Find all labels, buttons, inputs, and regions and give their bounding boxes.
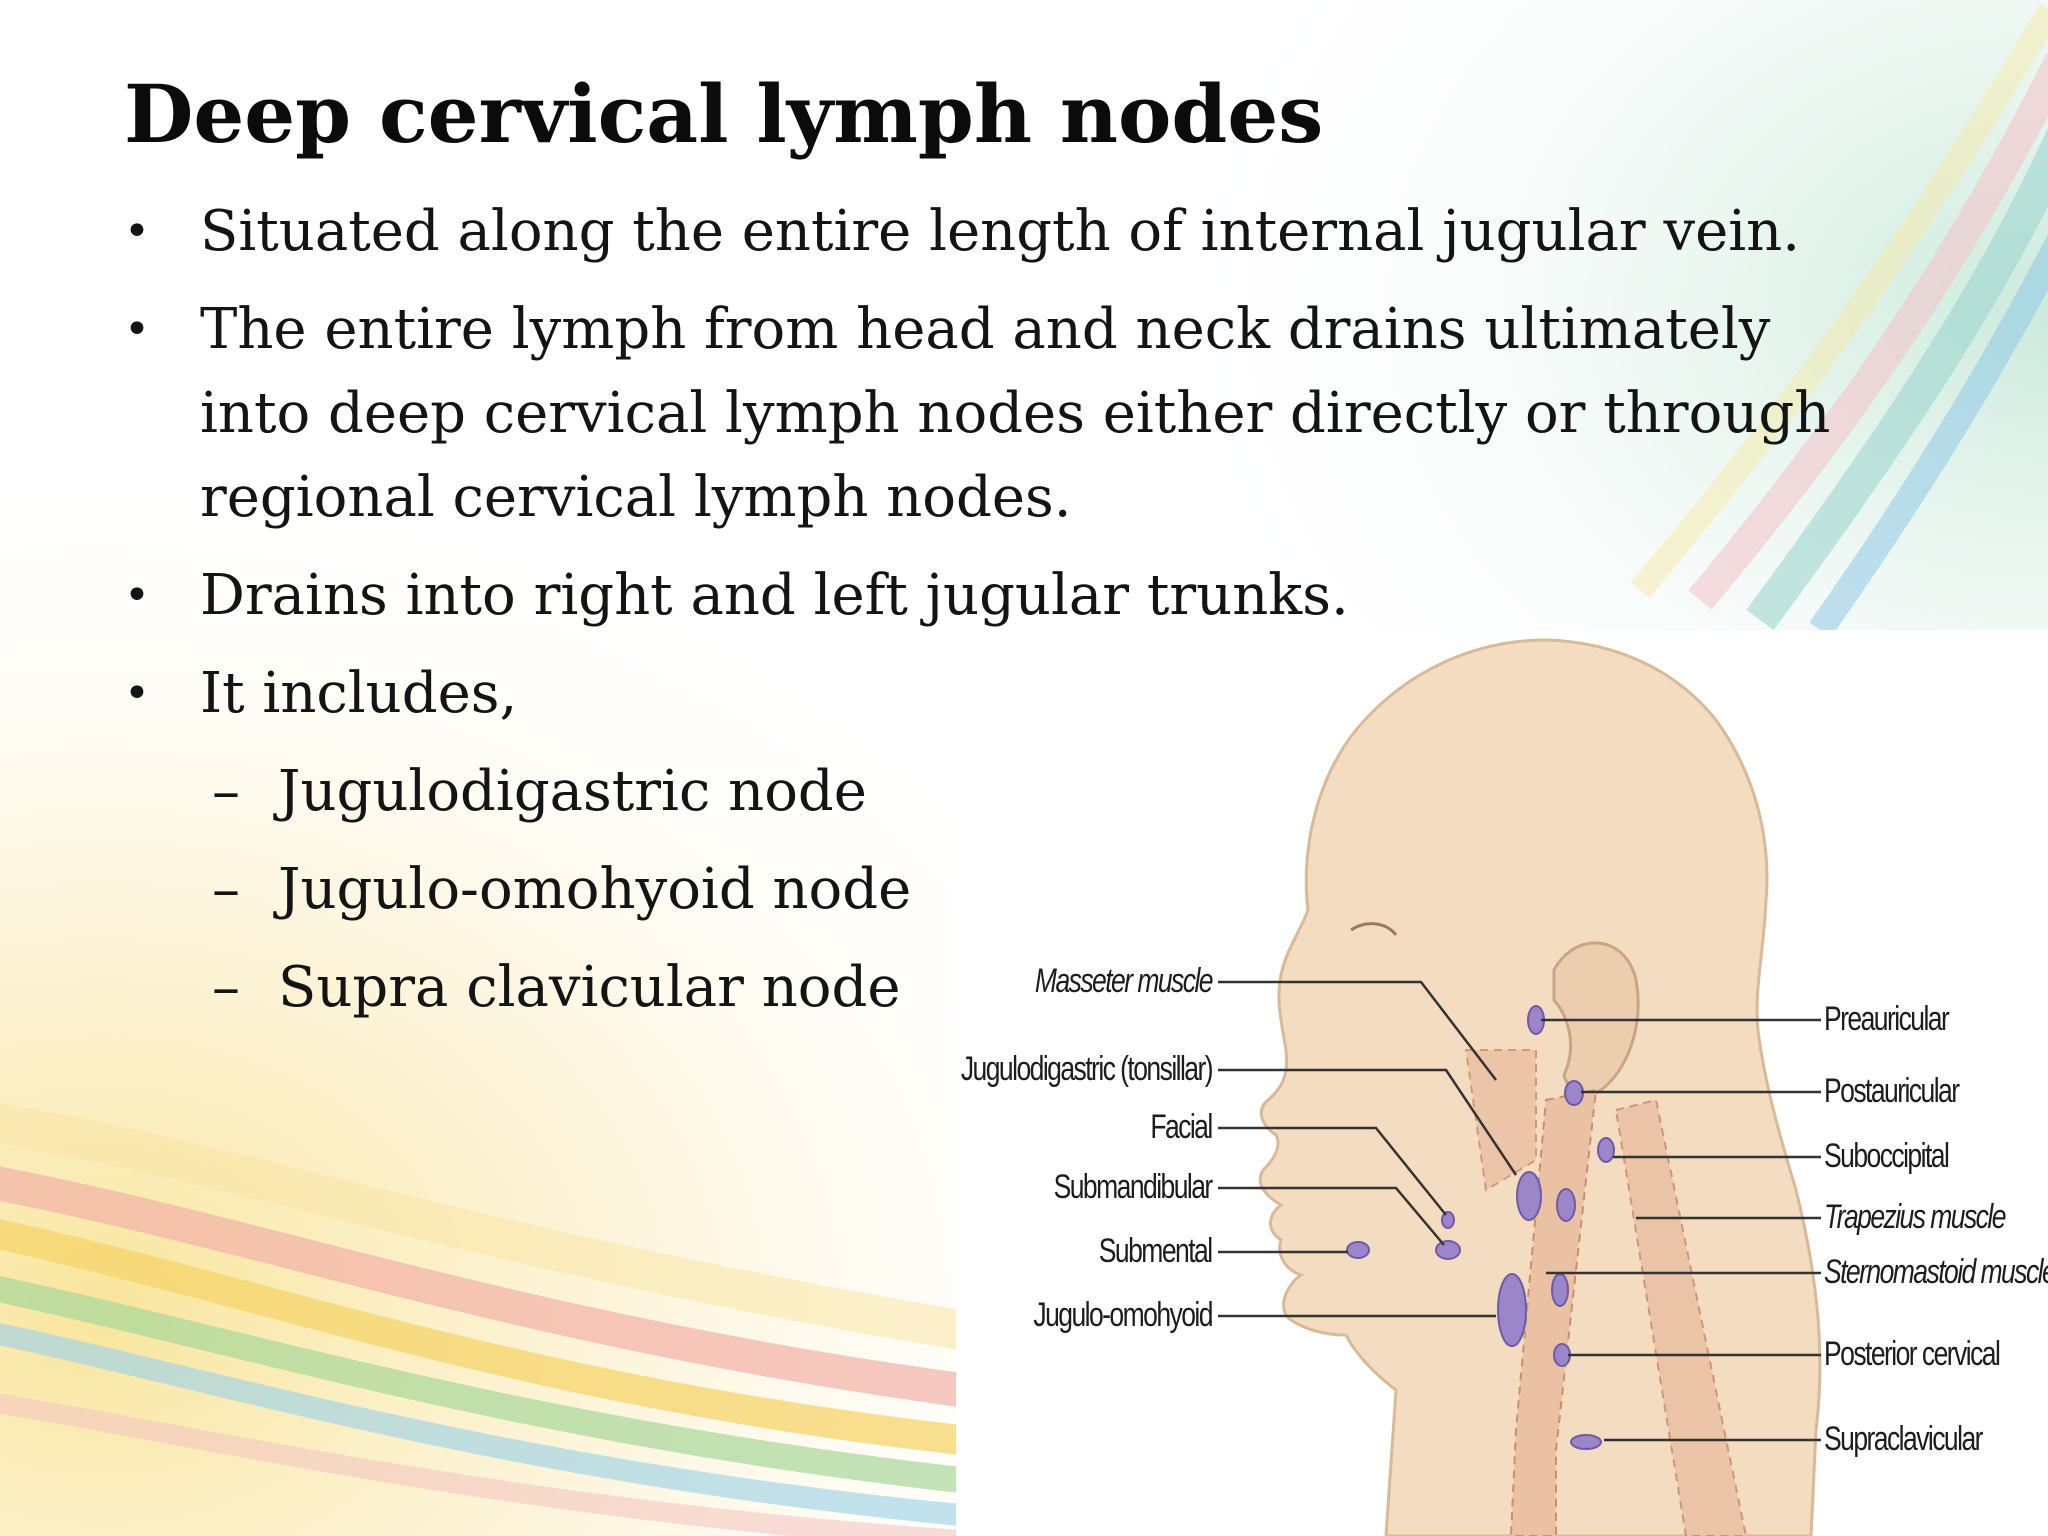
sub-item: – Supra clavicular node bbox=[212, 946, 1924, 1030]
label-suboccipital: Suboccipital bbox=[1824, 1137, 1950, 1175]
sub-item-text: Supra clavicular node bbox=[278, 955, 901, 1020]
bullet-text: Situated along the entire length of inte… bbox=[200, 199, 1800, 264]
leader-lines bbox=[1218, 980, 1821, 1442]
label-posterior-cervical: Posterior cervical bbox=[1824, 1335, 2001, 1373]
label-postauricular: Postauricular bbox=[1824, 1072, 1960, 1110]
label-submental: Submental bbox=[1099, 1232, 1213, 1270]
lymph-nodes bbox=[1346, 1005, 1615, 1450]
bullet-marker: • bbox=[124, 304, 150, 355]
node-supraclavicular bbox=[1570, 1434, 1602, 1450]
node-suboccipital bbox=[1597, 1137, 1615, 1163]
bullet-text: into deep cervical lymph nodes either di… bbox=[200, 381, 1831, 446]
sub-item-text: Jugulodigastric node bbox=[278, 759, 867, 824]
label-supraclavicular: Supraclavicular bbox=[1824, 1420, 1983, 1458]
node-posterior-cervical bbox=[1553, 1343, 1571, 1367]
bullet-text: regional cervical lymph nodes. bbox=[200, 465, 1072, 530]
bullet-text: Drains into right and left jugular trunk… bbox=[200, 563, 1349, 628]
bullet-marker: • bbox=[124, 570, 150, 621]
node-submental bbox=[1346, 1241, 1370, 1259]
trapezius-muscle bbox=[1614, 1098, 1748, 1536]
bullet-list: • Situated along the entire length of in… bbox=[124, 190, 1924, 1044]
node-deep-cervical bbox=[1556, 1188, 1576, 1222]
label-submandibular: Submandibular bbox=[1053, 1168, 1214, 1206]
bullet-item: • Drains into right and left jugular tru… bbox=[124, 554, 1924, 638]
label-masseter-muscle: Masseter muscle bbox=[1034, 962, 1214, 1000]
label-jugulodigastric: Jugulodigastric (tonsillar) bbox=[960, 1050, 1214, 1088]
sub-marker: – bbox=[212, 955, 240, 1020]
node-postauricular bbox=[1564, 1080, 1584, 1106]
slide-title: Deep cervical lymph nodes bbox=[124, 67, 1324, 161]
label-sternomastoid-muscle: Sternomastoid muscle bbox=[1824, 1253, 2048, 1291]
masseter-muscle bbox=[1464, 1049, 1537, 1192]
label-facial: Facial bbox=[1150, 1108, 1214, 1146]
ear bbox=[1552, 941, 1640, 1096]
node-facial bbox=[1441, 1211, 1455, 1229]
sub-item: – Jugulo-omohyoid node bbox=[212, 848, 1924, 932]
node-deep-lower bbox=[1551, 1273, 1569, 1307]
bullet-item: • The entire lymph from head and neck dr… bbox=[124, 288, 1924, 540]
bullet-item: • It includes, – Jugulodigastric node – … bbox=[124, 652, 1924, 1030]
node-jugulo-omohyoid bbox=[1497, 1273, 1527, 1347]
sub-marker: – bbox=[212, 759, 240, 824]
bullet-item: • Situated along the entire length of in… bbox=[124, 190, 1924, 274]
bullet-marker: • bbox=[124, 206, 150, 257]
bullet-text: It includes, bbox=[200, 661, 518, 726]
sub-marker: – bbox=[212, 857, 240, 922]
bullet-text: The entire lymph from head and neck drai… bbox=[200, 297, 1771, 362]
label-trapezius-muscle: Trapezius muscle bbox=[1824, 1198, 2006, 1236]
node-submandibular bbox=[1435, 1240, 1461, 1260]
label-jugulo-omohyoid: Jugulo-omohyoid bbox=[1033, 1296, 1213, 1334]
sub-list: – Jugulodigastric node – Jugulo-omohyoid… bbox=[200, 750, 1924, 1030]
head-neck-illustration bbox=[1218, 638, 1822, 1536]
node-jugulodigastric bbox=[1516, 1171, 1542, 1221]
bullet-marker: • bbox=[124, 668, 150, 719]
label-preauricular: Preauricular bbox=[1824, 1000, 1950, 1038]
sub-item: – Jugulodigastric node bbox=[212, 750, 1924, 834]
sub-item-text: Jugulo-omohyoid node bbox=[278, 857, 912, 922]
eye bbox=[1350, 922, 1398, 937]
lymph-node-diagram: Masseter muscle Jugulodigastric (tonsill… bbox=[956, 630, 2048, 1536]
